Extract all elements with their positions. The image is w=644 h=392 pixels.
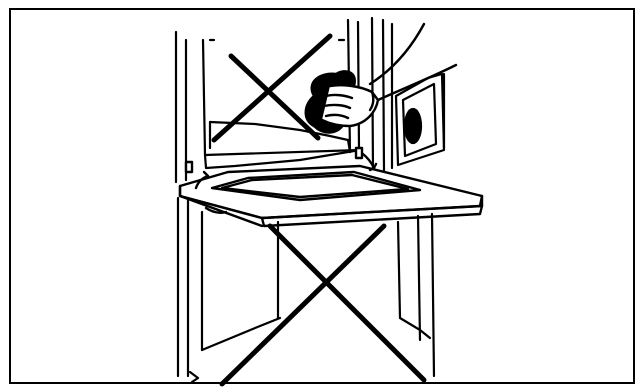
control-knob: [405, 109, 421, 143]
oven-door-open: [180, 148, 482, 226]
prohibited-cross-lower: [222, 226, 424, 384]
